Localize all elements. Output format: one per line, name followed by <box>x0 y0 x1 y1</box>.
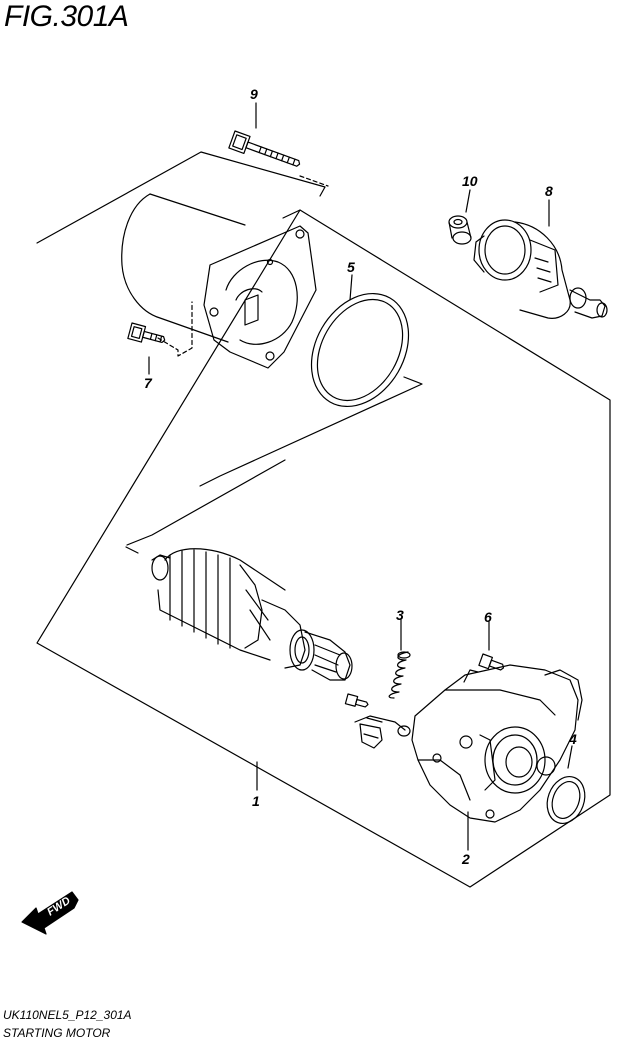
o-ring-5 <box>292 276 428 424</box>
fwd-arrow <box>22 892 78 934</box>
yoke-case <box>122 194 316 368</box>
callout-10: 10 <box>462 173 478 189</box>
callout-5: 5 <box>347 259 355 275</box>
callout-7: 7 <box>144 375 153 391</box>
brush-terminal <box>355 716 410 748</box>
bolt-9 <box>229 131 303 173</box>
callout-4: 4 <box>568 731 577 747</box>
brush-screw <box>345 694 369 709</box>
yoke-group-bracket-lower <box>127 460 285 545</box>
o-ring-4 <box>541 771 591 828</box>
yoke-group-bracket <box>200 377 422 486</box>
starter-clutch-8 <box>474 220 607 318</box>
callout-3: 3 <box>396 607 404 623</box>
dash-bolt7 <box>158 302 192 356</box>
assembly-outline-gap <box>283 187 325 218</box>
leader-5 <box>350 275 352 300</box>
armature <box>152 549 352 680</box>
dash-bolt9 <box>300 176 328 186</box>
leader-10 <box>466 190 470 212</box>
callout-1: 1 <box>252 793 260 809</box>
leader-4 <box>568 746 572 768</box>
bolt-7 <box>128 323 167 348</box>
callout-9: 9 <box>250 86 258 102</box>
callout-2: 2 <box>461 851 470 867</box>
screw-6 <box>479 654 506 673</box>
figure-code: UK110NEL5_P12_301A <box>3 1008 132 1022</box>
spring-3 <box>389 652 410 698</box>
assembly-outline <box>37 152 610 887</box>
end-cover-2 <box>412 665 582 822</box>
figure-name: STARTING MOTOR <box>3 1026 111 1040</box>
callout-6: 6 <box>484 609 492 625</box>
callout-8: 8 <box>545 183 553 199</box>
figure-title: FIG.301A <box>4 0 129 33</box>
armature-bracket <box>126 547 138 553</box>
bushing-10 <box>449 216 471 244</box>
